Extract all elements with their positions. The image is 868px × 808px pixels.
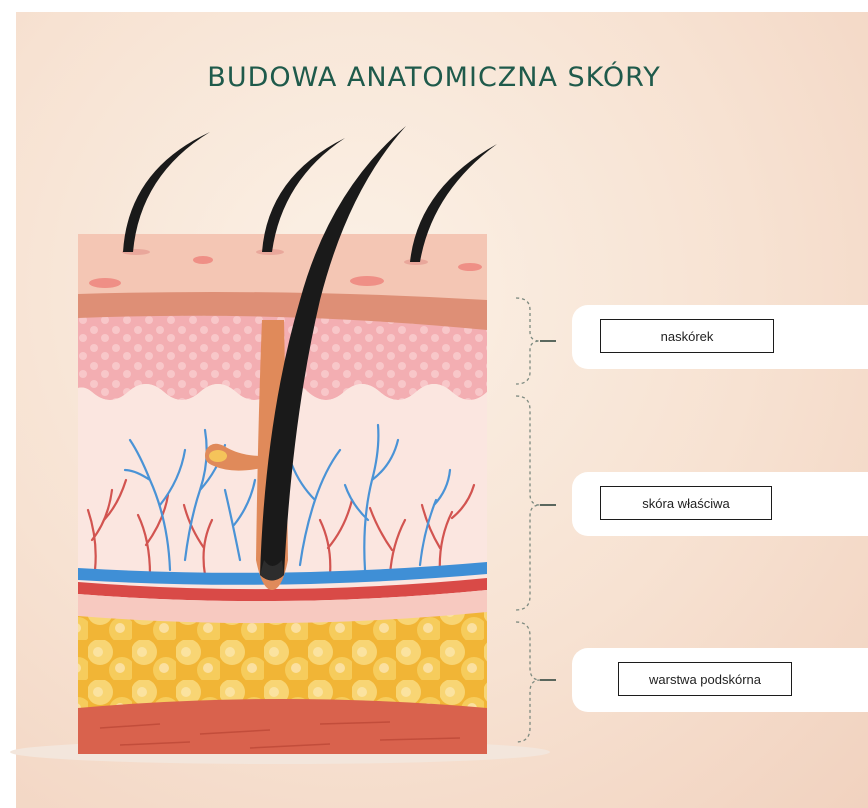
label-card-dermis: skóra właściwa (572, 472, 868, 536)
label-epidermis[interactable]: naskórek (600, 319, 774, 353)
label-hypodermis[interactable]: warstwa podskórna (618, 662, 792, 696)
label-card-epidermis: naskórek (572, 305, 868, 369)
muscle-layer (78, 699, 487, 760)
bracket-ticks (540, 341, 556, 680)
label-dermis[interactable]: skóra właściwa (600, 486, 772, 520)
layer-brackets (516, 298, 540, 742)
label-card-hypodermis: warstwa podskórna (572, 648, 868, 712)
sebaceous-gland-core (209, 450, 227, 462)
